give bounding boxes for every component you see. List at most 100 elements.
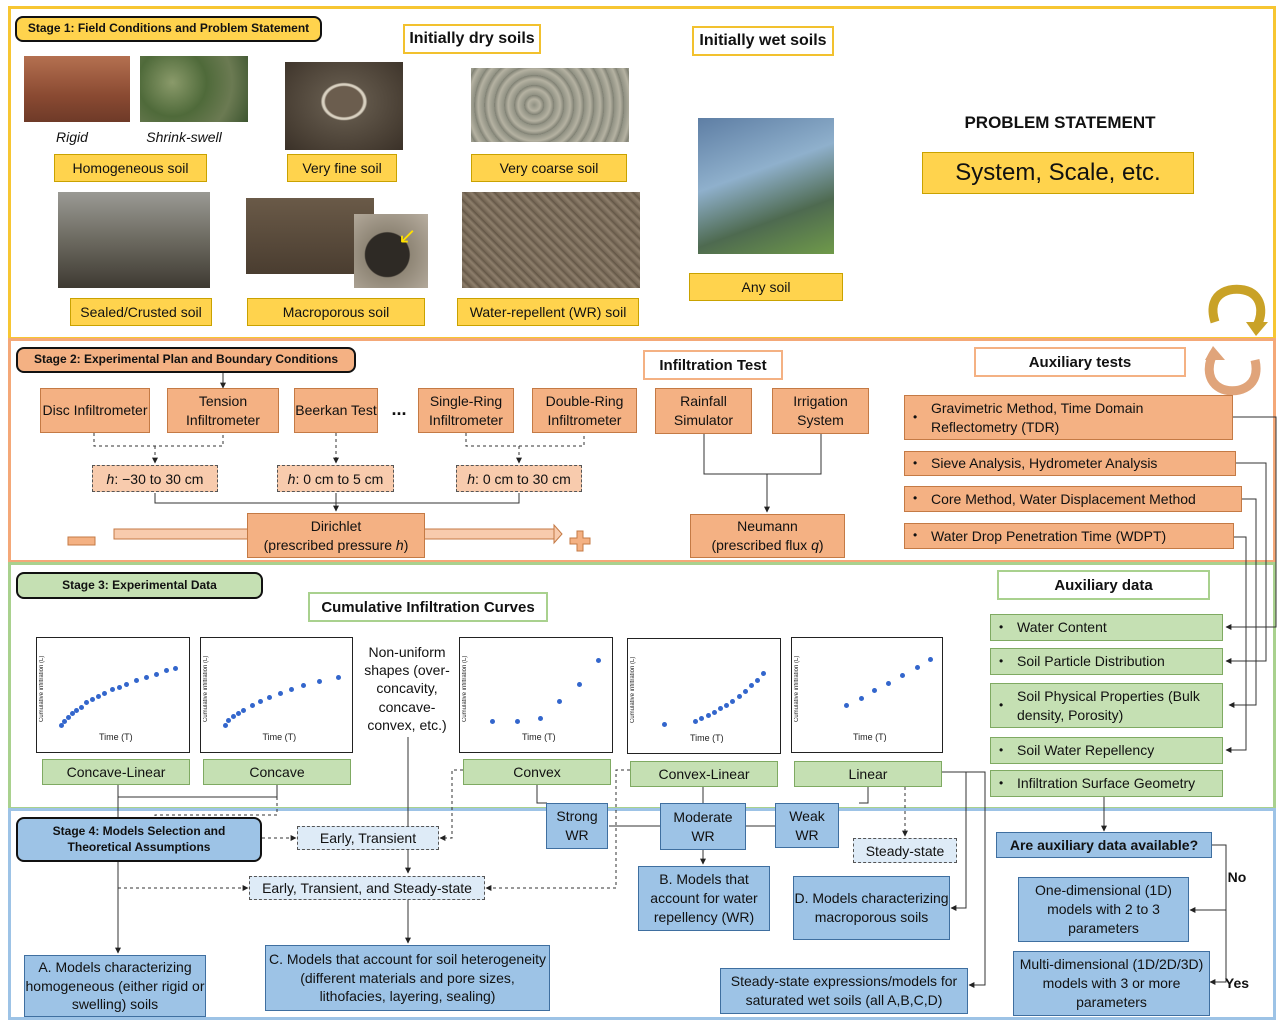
steady-state-box: Steady-state (853, 838, 957, 863)
chart-point (693, 718, 699, 724)
aux-data-item: •Water Content (990, 614, 1223, 641)
chart-point (595, 657, 601, 663)
chart-point (748, 683, 754, 689)
convex-linear-label: Convex-Linear (630, 761, 778, 787)
chart-point (258, 698, 264, 704)
chart-point (885, 680, 891, 686)
chart-y-axis-label: Cumulative infiltration (L) (630, 656, 636, 724)
very-coarse-soil-photo (471, 68, 629, 142)
stage2-title: Stage 2: Experimental Plan and Boundary … (16, 347, 356, 373)
dirichlet-box: Dirichlet (prescribed pressure h) (247, 513, 425, 558)
chart-point (249, 702, 255, 708)
chart-point (102, 690, 108, 696)
model-c-box: C. Models that account for soil heteroge… (265, 945, 550, 1011)
steady-wet-box: Steady-state expressions/models for satu… (720, 968, 968, 1014)
dirichlet-var: h (395, 536, 404, 553)
strong-wr-box: Strong WR (546, 803, 608, 849)
aux-data-item: •Soil Water Repellency (990, 737, 1223, 764)
chart-x-axis-label: Time (T) (690, 733, 724, 743)
any-soil-label: Any soil (689, 273, 843, 301)
neumann-end: ) (818, 537, 824, 553)
chart-point (109, 687, 115, 693)
head-range-3: h: 0 cm to 30 cm (456, 465, 582, 492)
chart-point (266, 694, 272, 700)
wet-soils-heading: Initially wet soils (692, 26, 834, 56)
dry-soils-heading: Initially dry soils (403, 24, 541, 54)
chart-point (761, 671, 767, 677)
water-repellent-soil-label: Water-repellent (WR) soil (457, 298, 639, 326)
chart-convex-linear: Cumulative infiltration (L) Time (T) (627, 638, 781, 754)
chart-point (317, 679, 323, 685)
chart-point (705, 712, 711, 718)
chart-point (236, 711, 242, 717)
chart-x-axis-label: Time (T) (262, 732, 297, 742)
chart-x-axis-label: Time (T) (853, 732, 887, 742)
head-var-1: h (106, 470, 115, 487)
infiltration-test-heading: Infiltration Test (643, 350, 783, 380)
shrink-swell-soil-photo (140, 56, 248, 122)
chart-point (134, 678, 140, 684)
chart-point (537, 716, 543, 722)
model-d-box: D. Models characterizing macroporous soi… (793, 876, 950, 940)
chart-point (231, 714, 237, 720)
chart-point (730, 698, 736, 704)
neumann-title: Neumann (737, 518, 798, 535)
aux-test-item: •Sieve Analysis, Hydrometer Analysis (904, 451, 1236, 476)
chart-point (222, 722, 228, 728)
aux-data-item-label: Soil Physical Properties (Bulk density, … (1017, 688, 1200, 723)
dirichlet-subtitle: (prescribed pressure h) (264, 536, 409, 555)
wet-soil-photo (698, 118, 834, 254)
chart-point (73, 707, 79, 713)
disc-infiltrometer-box: Disc Infiltrometer (40, 388, 150, 433)
macroporous-soil-core-photo (354, 214, 428, 288)
chart-y-axis-label: Cumulative infiltration (L) (462, 655, 468, 723)
aux-test-item: •Core Method, Water Displacement Method (904, 486, 1242, 512)
head-range-3-text: : 0 cm to 30 cm (475, 470, 571, 487)
aux-data-item: •Infiltration Surface Geometry (990, 770, 1223, 797)
chart-point (89, 697, 95, 703)
macroporous-soil-label: Macroporous soil (247, 298, 425, 326)
neumann-var: q (811, 537, 819, 553)
chart-point (241, 707, 247, 713)
model-b-box: B. Models that account for water repelle… (638, 866, 770, 931)
aux-data-item-label: Soil Particle Distribution (1017, 653, 1165, 670)
chart-point (154, 671, 160, 677)
concave-linear-label: Concave-Linear (42, 759, 190, 785)
convex-label: Convex (463, 759, 611, 785)
aux-data-item: •Soil Particle Distribution (990, 648, 1223, 675)
early-transient-box: Early, Transient (297, 826, 439, 850)
auxiliary-tests-heading: Auxiliary tests (974, 347, 1186, 377)
aux-test-item: •Water Drop Penetration Time (WDPT) (904, 523, 1234, 549)
stage2-panel (8, 338, 1276, 563)
chart-concave: Cumulative infiltration (L)Time (T) (200, 637, 353, 753)
chart-point (662, 721, 668, 727)
tension-infiltrometer-box: Tension Infiltrometer (167, 388, 279, 433)
chart-point (515, 719, 521, 725)
system-scale-box: System, Scale, etc. (922, 152, 1194, 194)
aux-data-item: •Soil Physical Properties (Bulk density,… (990, 683, 1223, 728)
chart-point (490, 719, 496, 725)
chart-point (226, 718, 232, 724)
chart-point (278, 690, 283, 696)
arrow-icon: ↙ (398, 223, 417, 248)
chart-point (58, 723, 64, 729)
concave-label: Concave (203, 759, 351, 785)
yes-label: Yes (1224, 975, 1250, 991)
chart-point (83, 700, 89, 706)
rigid-caption: Rigid (56, 129, 88, 145)
head-var-3: h (467, 470, 476, 487)
aux-data-item-label: Infiltration Surface Geometry (1017, 775, 1196, 792)
beerkan-test-box: Beerkan Test (294, 388, 378, 433)
no-label: No (1227, 869, 1247, 885)
single-ring-box: Single-Ring Infiltrometer (418, 388, 514, 433)
chart-y-axis-label: Cumulative infiltration (L) (39, 655, 45, 723)
head-range-2-text: : 0 cm to 5 cm (295, 470, 384, 487)
stage4-title: Stage 4: Models Selection and Theoretica… (16, 817, 262, 862)
aux-test-item-label: Gravimetric Method, Time Domain Reflecto… (931, 400, 1144, 435)
head-var-2: h (287, 470, 296, 487)
chart-x-axis-label: Time (T) (99, 732, 133, 742)
chart-point (755, 677, 761, 683)
dirichlet-title: Dirichlet (310, 517, 362, 534)
rainfall-simulator-box: Rainfall Simulator (655, 388, 752, 434)
very-coarse-soil-label: Very coarse soil (471, 154, 627, 182)
